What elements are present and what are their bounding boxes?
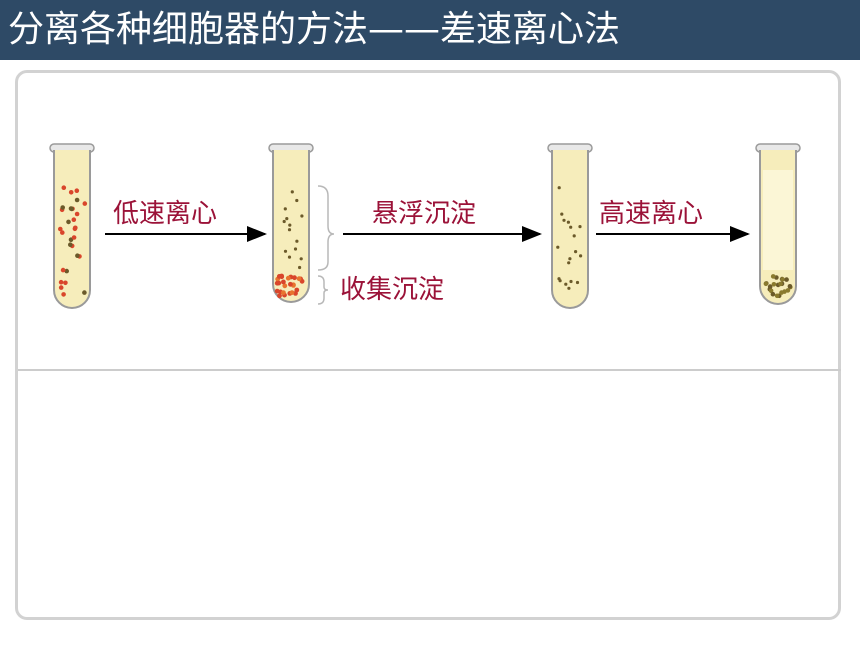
particle — [274, 288, 280, 294]
particle — [66, 219, 71, 225]
particle — [569, 225, 573, 229]
particle — [562, 218, 566, 222]
particle — [64, 268, 69, 274]
particles-suspended — [556, 186, 583, 290]
particle — [61, 292, 66, 297]
particle — [75, 253, 80, 258]
particle — [295, 239, 299, 243]
particle — [73, 225, 78, 231]
particle — [288, 223, 292, 227]
particle — [771, 282, 777, 287]
test-tube-icon-2 — [268, 143, 314, 303]
particle — [774, 293, 780, 299]
particle — [58, 226, 63, 232]
particle — [281, 290, 286, 295]
particle — [279, 273, 284, 279]
particle — [785, 288, 791, 293]
particle — [298, 265, 302, 270]
particle — [287, 228, 292, 232]
label-suspend: 悬浮沉淀 — [372, 199, 476, 229]
particle — [575, 280, 580, 285]
particle — [283, 207, 287, 211]
particle — [290, 190, 294, 194]
particle — [58, 279, 64, 285]
particle — [784, 277, 789, 282]
particles-mixed — [58, 185, 88, 297]
particle — [60, 230, 65, 235]
particle — [578, 225, 582, 229]
particle — [557, 186, 561, 190]
particle — [778, 281, 783, 287]
particle — [556, 245, 560, 249]
particle — [71, 235, 77, 240]
particle — [285, 275, 291, 281]
particle — [770, 291, 776, 297]
particle — [579, 254, 583, 258]
particle — [60, 205, 65, 210]
particle — [74, 197, 80, 203]
particle — [69, 206, 74, 212]
particle — [71, 217, 77, 222]
particle — [296, 276, 302, 282]
particle — [276, 280, 282, 286]
particle — [558, 279, 562, 283]
particle — [569, 279, 573, 284]
test-tube-icon-3 — [547, 143, 593, 309]
particle — [566, 220, 571, 224]
test-tube-icon-1 — [49, 143, 95, 309]
particle — [763, 281, 769, 287]
particle — [281, 279, 286, 285]
particle — [289, 290, 295, 295]
particle — [567, 286, 571, 290]
particle — [82, 290, 87, 295]
page-title: 分离各种细胞器的方法——差速离心法 — [8, 9, 621, 50]
test-tube-icon-4 — [755, 143, 801, 305]
particle — [74, 211, 80, 217]
particle — [74, 188, 80, 193]
particle — [770, 274, 776, 279]
particle — [560, 212, 564, 216]
particle — [285, 217, 289, 221]
particle — [768, 288, 774, 294]
particle — [780, 277, 785, 282]
particle — [292, 275, 297, 281]
particle — [288, 281, 293, 287]
particle — [61, 185, 67, 190]
particle — [82, 201, 88, 206]
particle — [283, 249, 288, 253]
particle — [287, 255, 292, 259]
brace-icon-supernatant — [317, 185, 335, 271]
brace-icon-pellet — [317, 275, 329, 305]
particles-settled — [274, 190, 305, 299]
particle — [293, 247, 298, 251]
particle — [567, 261, 571, 265]
particle — [568, 257, 572, 261]
particle — [68, 242, 73, 247]
particle — [299, 257, 303, 261]
label-low-speed: 低速离心 — [113, 199, 217, 229]
particle — [295, 198, 299, 203]
particle — [277, 293, 282, 299]
particle — [282, 219, 286, 224]
title-bar: 分离各种细胞器的方法——差速离心法 — [0, 0, 860, 60]
particles-small-pellet — [763, 274, 793, 299]
particle — [787, 284, 793, 289]
particle — [60, 267, 66, 273]
label-high-speed: 高速离心 — [599, 199, 703, 229]
particle — [282, 283, 288, 289]
particle — [564, 282, 568, 286]
particle — [574, 250, 578, 254]
particle — [58, 285, 64, 290]
particle — [572, 234, 576, 238]
panel-divider — [18, 369, 841, 371]
particle — [68, 190, 74, 195]
particle — [300, 214, 304, 218]
content-panel — [15, 70, 841, 620]
particle — [63, 280, 68, 286]
label-collect: 收集沉淀 — [340, 275, 444, 305]
